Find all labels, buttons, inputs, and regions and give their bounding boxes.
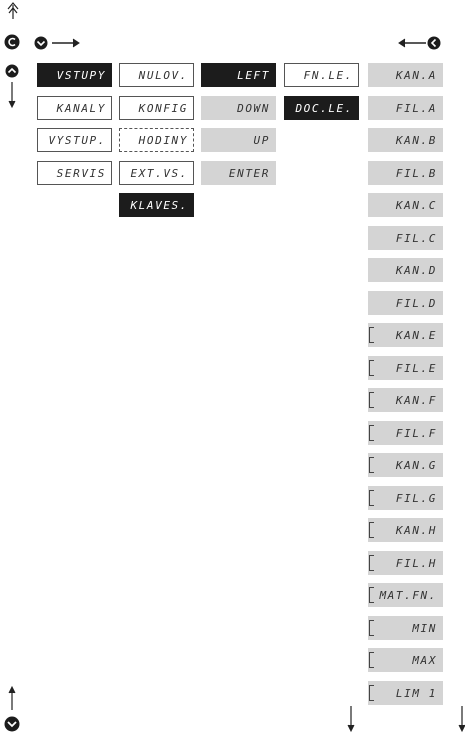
circle-up-icon (5, 64, 19, 78)
menu-item-label: FIL.C (395, 231, 437, 245)
down-arrow-icon (458, 706, 465, 733)
menu-item-kanaly: KANALY (37, 96, 112, 120)
bracket-mark (369, 602, 374, 603)
menu-item-label: FIL.G (395, 491, 437, 505)
menu-item-max: MAX (368, 648, 443, 672)
menu-item-ext-vs: EXT.VS. (119, 161, 194, 185)
bracket-mark (369, 635, 374, 636)
menu-item-fil-g: FIL.G (368, 486, 443, 510)
menu-item-label: FIL.F (395, 426, 437, 440)
circle-down-icon (4, 716, 20, 732)
menu-item-label: MAT.FN. (379, 588, 437, 602)
menu-item-label: FIL.E (395, 361, 437, 375)
menu-item-kan-f: KAN.F (368, 388, 443, 412)
menu-item-fil-c: FIL.C (368, 226, 443, 250)
bracket-mark (369, 505, 374, 506)
menu-item-left: LEFT (201, 63, 276, 87)
bracket-mark (369, 440, 374, 441)
menu-item-kan-g: KAN.G (368, 453, 443, 477)
menu-item-up: UP (201, 128, 276, 152)
menu-item-label: KANALY (56, 101, 106, 115)
menu-item-lim-1: LIM 1 (368, 681, 443, 705)
circle-c-icon (4, 34, 20, 50)
menu-item-label: KAN.B (395, 133, 437, 147)
menu-item-label: VYSTUP. (48, 133, 106, 147)
menu-item-konfig: KONFIG (119, 96, 194, 120)
menu-item-vstupy: VSTUPY (37, 63, 112, 87)
menu-item-label: KONFIG (138, 101, 188, 115)
menu-item-label: MAX (412, 653, 437, 667)
menu-item-nulov: NULOV. (119, 63, 194, 87)
menu-item-enter: ENTER (201, 161, 276, 185)
menu-item-fil-h: FIL.H (368, 551, 443, 575)
menu-item-fil-f: FIL.F (368, 421, 443, 445)
menu-item-label: HODINY (138, 133, 188, 147)
menu-item-label: LEFT (237, 68, 270, 82)
circle-left-icon (427, 36, 441, 50)
menu-item-servis: SERVIS (37, 161, 112, 185)
circle-down-icon (34, 36, 48, 50)
menu-item-label: FIL.H (395, 556, 437, 570)
bracket-mark (369, 700, 374, 701)
menu-item-label: MIN (412, 621, 437, 635)
bracket-mark (369, 537, 374, 538)
menu-item-vystup: VYSTUP. (37, 128, 112, 152)
menu-item-mat-fn: MAT.FN. (368, 583, 443, 607)
down-arrow-icon (347, 706, 355, 733)
menu-item-label: ENTER (228, 166, 270, 180)
right-arrow-icon (52, 38, 80, 48)
bracket-mark (369, 375, 374, 376)
menu-item-min: MIN (368, 616, 443, 640)
menu-item-kan-d: KAN.D (368, 258, 443, 282)
menu-item-label: EXT.VS. (130, 166, 188, 180)
bracket-mark (369, 570, 374, 571)
menu-item-label: UP (253, 133, 270, 147)
menu-item-fn-le: FN.LE. (284, 63, 359, 87)
menu-item-label: FIL.B (395, 166, 437, 180)
menu-item-label: KAN.G (395, 458, 437, 472)
menu-item-fil-d: FIL.D (368, 291, 443, 315)
bracket-mark (369, 342, 374, 343)
menu-item-label: FIL.A (395, 101, 437, 115)
menu-item-fil-a: FIL.A (368, 96, 443, 120)
menu-item-label: DOC.LE. (295, 101, 353, 115)
menu-item-label: KAN.C (395, 198, 437, 212)
menu-item-kan-h: KAN.H (368, 518, 443, 542)
menu-item-fil-e: FIL.E (368, 356, 443, 380)
menu-item-label: FN.LE. (303, 68, 353, 82)
left-arrow-icon (398, 38, 426, 48)
menu-item-label: FIL.D (395, 296, 437, 310)
up-arrow-icon (8, 685, 16, 710)
menu-item-label: KLAVES. (130, 198, 188, 212)
bracket-mark (369, 472, 374, 473)
menu-item-doc-le: DOC.LE. (284, 96, 359, 120)
menu-item-kan-c: KAN.C (368, 193, 443, 217)
menu-item-hodiny: HODINY (119, 128, 194, 152)
menu-item-label: KAN.D (395, 263, 437, 277)
menu-item-label: DOWN (237, 101, 270, 115)
menu-item-label: KAN.F (395, 393, 437, 407)
menu-item-fil-b: FIL.B (368, 161, 443, 185)
menu-item-kan-b: KAN.B (368, 128, 443, 152)
menu-item-label: LIM 1 (395, 686, 437, 700)
menu-item-label: KAN.H (395, 523, 437, 537)
menu-item-down: DOWN (201, 96, 276, 120)
down-arrow-icon (8, 82, 16, 109)
menu-item-kan-e: KAN.E (368, 323, 443, 347)
bracket-mark (369, 667, 374, 668)
double-up-arrow-icon (7, 2, 19, 19)
bracket-mark (369, 407, 374, 408)
menu-item-kan-a: KAN.A (368, 63, 443, 87)
menu-item-label: NULOV. (138, 68, 188, 82)
menu-item-klaves: KLAVES. (119, 193, 194, 217)
menu-item-label: SERVIS (56, 166, 106, 180)
menu-item-label: VSTUPY (56, 68, 106, 82)
menu-item-label: KAN.E (395, 328, 437, 342)
menu-item-label: KAN.A (395, 68, 437, 82)
